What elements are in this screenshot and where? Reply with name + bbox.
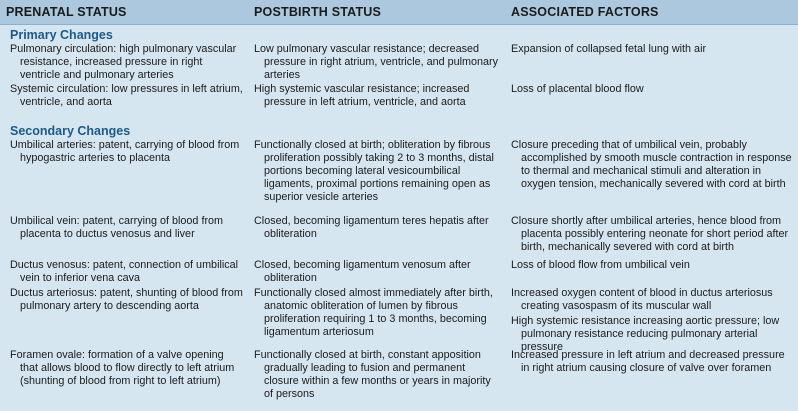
header-factors: ASSOCIATED FACTORS bbox=[511, 5, 659, 19]
prenatal-cell: Pulmonary circulation: high pulmonary va… bbox=[10, 43, 237, 81]
table-row: Ductus arteriosus: patent, shunting of b… bbox=[0, 287, 798, 353]
factors-cell: Loss of placental blood flow bbox=[511, 83, 644, 95]
factors-cell: Loss of blood flow from umbilical vein bbox=[511, 259, 690, 271]
table-row: Umbilical arteries: patent, carrying of … bbox=[0, 139, 798, 215]
table-header: PRENATAL STATUS POSTBIRTH STATUS ASSOCIA… bbox=[0, 0, 798, 25]
table-row: Pulmonary circulation: high pulmonary va… bbox=[0, 43, 798, 83]
factors-text: Increased oxygen content of blood in duc… bbox=[511, 287, 773, 312]
header-postbirth: POSTBIRTH STATUS bbox=[254, 5, 382, 19]
postbirth-cell: High systemic vascular resistance; incre… bbox=[254, 83, 470, 108]
table-row: Foramen ovale: formation of a valve open… bbox=[0, 349, 798, 400]
factors-cell: Increased oxygen content of blood in duc… bbox=[505, 287, 798, 354]
table-row: Ductus venosus: patent, connection of um… bbox=[0, 259, 798, 287]
table-body: Primary Changes Pulmonary circulation: h… bbox=[0, 25, 798, 400]
prenatal-cell: Ductus arteriosus: patent, shunting of b… bbox=[10, 287, 243, 312]
factors-text: High systemic resistance increasing aort… bbox=[511, 315, 780, 353]
postbirth-cell: Functionally closed at birth, constant a… bbox=[254, 349, 491, 400]
factors-cell: Closure shortly after umbilical arteries… bbox=[511, 215, 789, 253]
prenatal-cell: Systemic circulation: low pressures in l… bbox=[10, 83, 243, 108]
table-row: Systemic circulation: low pressures in l… bbox=[0, 83, 798, 112]
postbirth-cell: Closed, becoming ligamentum venosum afte… bbox=[254, 259, 471, 284]
factors-cell: Closure preceding that of umbilical vein… bbox=[511, 139, 792, 190]
factors-cell: Expansion of collapsed fetal lung with a… bbox=[511, 43, 707, 55]
factors-cell: Increased pressure in left atrium and de… bbox=[511, 349, 785, 374]
header-prenatal: PRENATAL STATUS bbox=[6, 5, 127, 19]
prenatal-cell: Umbilical vein: patent, carrying of bloo… bbox=[10, 215, 224, 240]
postbirth-cell: Low pulmonary vascular resistance; decre… bbox=[254, 43, 499, 81]
section-secondary-title: Secondary Changes bbox=[10, 124, 131, 138]
postbirth-cell: Closed, becoming ligamentum teres hepati… bbox=[254, 215, 489, 240]
table-row: Umbilical vein: patent, carrying of bloo… bbox=[0, 215, 798, 259]
prenatal-cell: Umbilical arteries: patent, carrying of … bbox=[10, 139, 240, 164]
section-primary-title: Primary Changes bbox=[10, 28, 113, 42]
prenatal-cell: Foramen ovale: formation of a valve open… bbox=[10, 349, 235, 387]
postbirth-cell: Functionally closed almost immediately a… bbox=[254, 287, 493, 338]
postbirth-cell: Functionally closed at birth; obliterati… bbox=[254, 139, 494, 203]
prenatal-cell: Ductus venosus: patent, connection of um… bbox=[10, 259, 239, 284]
